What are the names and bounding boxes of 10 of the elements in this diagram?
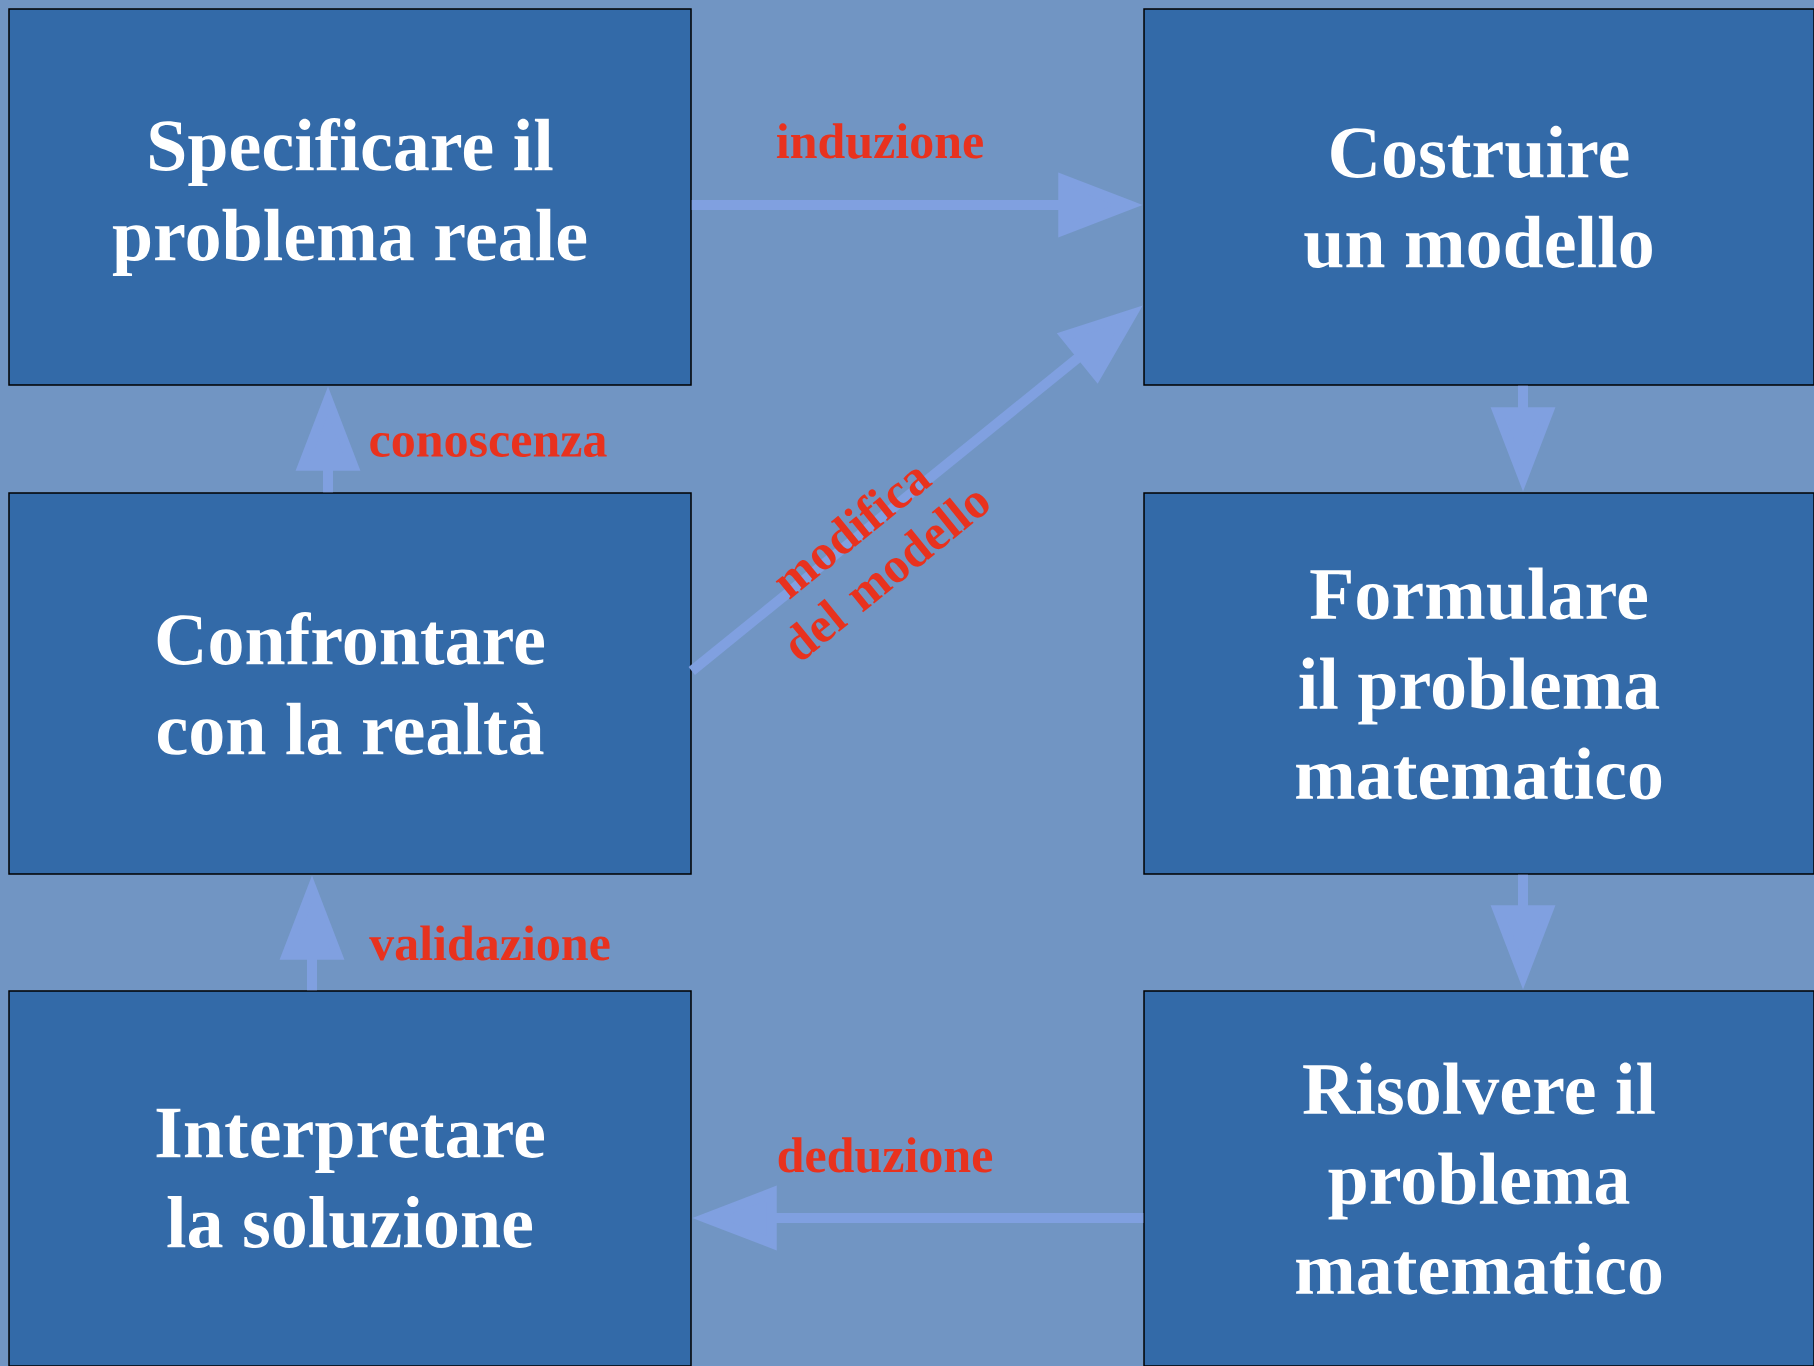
process-box: Costruire un modello	[1143, 8, 1814, 386]
process-box: Interpretare la soluzione	[8, 990, 692, 1366]
edge-label: deduzione	[778, 1137, 993, 1173]
process-box: Specificare il problema reale	[8, 8, 692, 386]
edge-label: induzione	[776, 123, 983, 159]
edge-label: conoscenza	[370, 432, 607, 457]
edge-label: validazione	[369, 925, 610, 961]
process-box: Confrontare con la realtà	[8, 492, 692, 875]
process-box: Formulare il problema matematico	[1143, 492, 1814, 875]
process-box: Risolvere il problema matematico	[1143, 990, 1814, 1366]
